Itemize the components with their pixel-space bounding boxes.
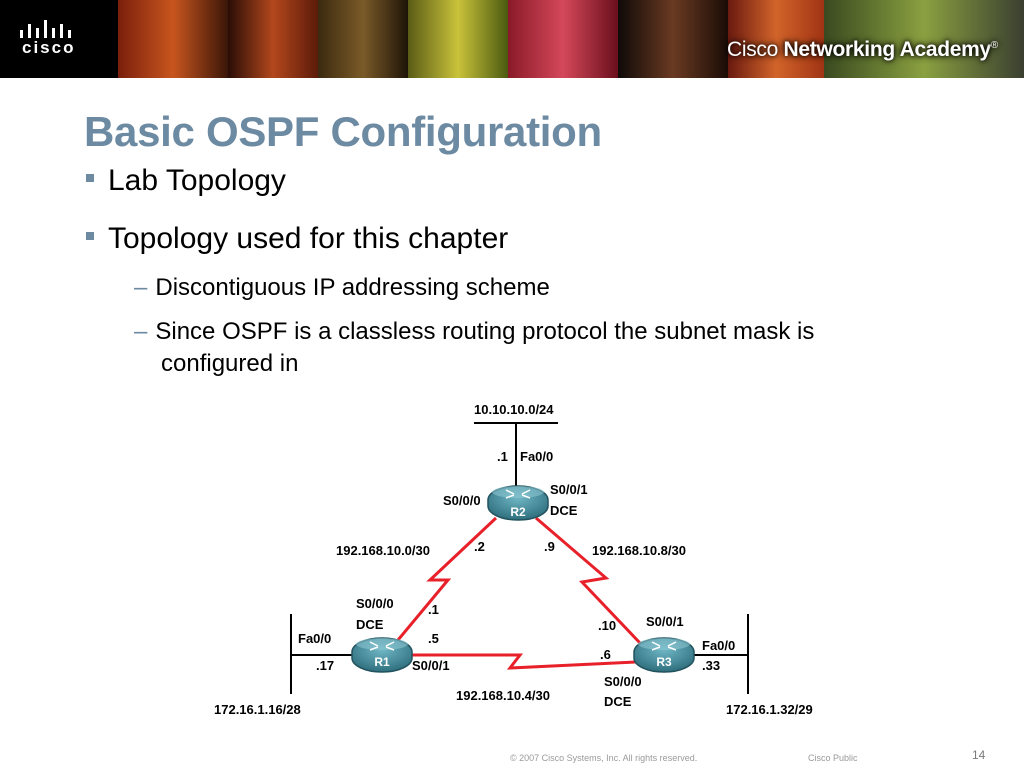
dash-bullet-icon: – [134,274,148,301]
r2-s000-label: S0/0/0 [443,493,481,508]
r2-s001-label: S0/0/1 [550,482,588,497]
network-r2-lan: 10.10.10.0/24 [474,402,554,417]
r1-dce-label: DCE [356,617,384,632]
router-arrows-icon [651,641,677,651]
serial-link-r1-r2 [396,516,498,641]
r3-dce-label: DCE [604,694,632,709]
r3-top-host-label: .10 [598,618,616,633]
r3-fa-label: Fa0/0 [702,638,735,653]
bullet-topology-used: Topology used for this chapter [86,222,508,256]
serial-link-r1-r3 [398,653,637,670]
sub-bullet-addressing: –Discontiguous IP addressing scheme [134,274,550,301]
cisco-wordmark: cisco [22,38,76,57]
footer-classification: Cisco Public [808,753,858,763]
sub-bullet-classless: –Since OSPF is a classless routing proto… [134,318,815,377]
r3-s000-label: S0/0/0 [604,674,642,689]
r2-fa-label: Fa0/0 [520,449,553,464]
r1-fa-label: Fa0/0 [298,631,331,646]
r1-s000-label: S0/0/0 [356,596,394,611]
dash-bullet-icon: – [134,318,148,345]
r3-s001-label: S0/0/1 [646,614,684,629]
r1-s001-label: S0/0/1 [412,658,450,673]
bullet-square-icon [86,232,94,241]
page-number: 14 [972,748,986,762]
serial-link-r2-r3 [535,516,642,645]
r1-fa-host-label: .17 [316,658,334,673]
router-r2-label: R2 [510,505,526,519]
router-r2: R2 [487,485,549,521]
photo-strip [118,0,1024,78]
header-banner: cisco Cisco Networking Academy® [0,0,1024,78]
cisco-logo: cisco [0,0,118,78]
network-r1-r2: 192.168.10.0/30 [336,543,430,558]
slide-title: Basic OSPF Configuration [84,108,602,155]
networking-academy-brand: Cisco Networking Academy® [726,38,998,61]
footer-copyright: © 2007 Cisco Systems, Inc. All rights re… [510,753,698,763]
router-arrows-icon [505,489,531,499]
r2-dce-label: DCE [550,503,578,518]
router-r3-label: R3 [656,655,672,669]
r1-right-host-label: .5 [428,631,439,646]
bullet-square-icon [86,174,94,183]
r2-fa-host-label: .1 [497,449,508,464]
r3-fa-host-label: .33 [702,658,720,673]
r1-top-host-label: .1 [428,602,439,617]
r3-left-host-label: .6 [600,647,611,662]
cisco-bridge-icon [20,20,71,38]
network-r1-lan: 172.16.1.16/28 [214,702,301,717]
network-r2-r3: 192.168.10.8/30 [592,543,686,558]
router-r1: R1 [351,637,413,673]
router-r3: R3 [633,637,695,673]
bullet-lab-topology: Lab Topology [86,164,286,198]
router-r1-label: R1 [374,655,390,669]
router-arrows-icon [369,641,395,651]
network-r1-r3: 192.168.10.4/30 [456,688,550,703]
network-r3-lan: 172.16.1.32/29 [726,702,813,717]
r2-right-host-label: .9 [544,539,555,554]
r2-left-host-label: .2 [474,539,485,554]
